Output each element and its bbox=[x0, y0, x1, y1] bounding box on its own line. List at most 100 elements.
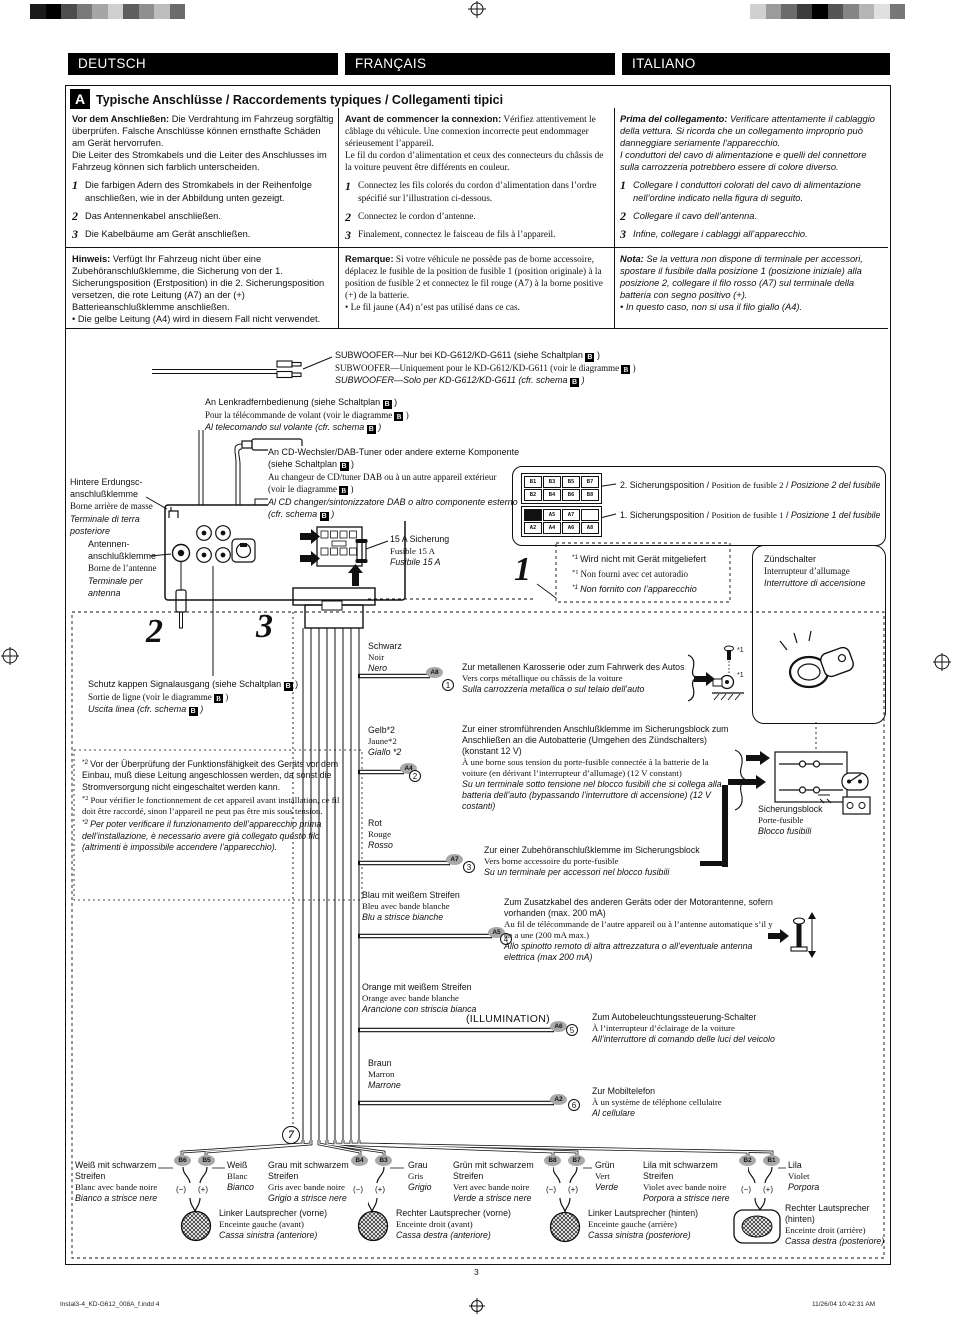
text-line: Zur Mobiltelefon bbox=[592, 1086, 656, 1096]
text-line: Blanc bbox=[227, 1171, 248, 1181]
wire-number-7: 7 bbox=[282, 1126, 300, 1144]
text-line: Antennen- bbox=[88, 539, 130, 549]
pin: A7 bbox=[562, 509, 580, 521]
text-line: Zum Autobeleuchtungssteuerung-Schalter bbox=[592, 1012, 757, 1022]
divider-intro-notes bbox=[66, 247, 888, 248]
text-line: Blau mit weißem Streifen bbox=[362, 890, 460, 900]
text-line: antenna bbox=[88, 587, 121, 598]
text-line: Cassa sinistra (posteriore) bbox=[588, 1230, 691, 1240]
text-line: Gris avec bande noire bbox=[268, 1182, 345, 1192]
text-line: Su un terminale sotto tensione nel blocc… bbox=[462, 779, 722, 811]
main-frame bbox=[65, 85, 891, 1265]
text-line: Orange avec bande blanche bbox=[362, 993, 459, 1003]
text-line: Porpora bbox=[788, 1182, 820, 1192]
ignition-switch-box bbox=[752, 545, 886, 724]
polarity-plus: (+) bbox=[763, 1185, 773, 1194]
text-line: Verde bbox=[595, 1182, 619, 1192]
footer-filename: Instal3-4_KD-G612_008A_f.indd 4 bbox=[60, 1301, 160, 1308]
intro-lead-it: Prima del collegamento: Verificare atten… bbox=[620, 114, 875, 149]
text-line: Grigio bbox=[408, 1182, 432, 1192]
polarity-minus: (−) bbox=[741, 1185, 751, 1194]
speaker-badge-b4: B4 bbox=[351, 1155, 368, 1166]
intro-para2-it: I conduttori del cavo di alimentazione e… bbox=[620, 150, 867, 173]
text-line: Terminale per bbox=[88, 575, 143, 586]
text-line: Giallo *2 bbox=[368, 747, 402, 757]
text-line: Blanc avec bande noire bbox=[75, 1182, 158, 1192]
text-line: Enceinte gauche (arrière) bbox=[588, 1219, 677, 1229]
polarity-minus: (−) bbox=[176, 1185, 186, 1194]
text-line: Weiß mit schwarzem Streifen bbox=[75, 1160, 157, 1181]
text-line: Allo spinotto remoto di altra attrezzatu… bbox=[504, 941, 753, 962]
text-line: 15 A Sicherung bbox=[390, 534, 450, 544]
text-line: An Lenkradfernbedienung (siehe Schaltpla… bbox=[205, 397, 398, 409]
text-line: anschlußklemme bbox=[88, 551, 157, 562]
text-line: Grigio a strisce nere bbox=[268, 1193, 347, 1203]
illumination-label: (ILLUMINATION) bbox=[466, 1013, 550, 1025]
section-letter-badge: A bbox=[70, 89, 90, 109]
text-line: Cassa sinistra (anteriore) bbox=[219, 1230, 318, 1240]
text-line: Vert avec bande noire bbox=[453, 1182, 530, 1192]
pin: B2 bbox=[524, 489, 542, 501]
wire-number-2: 2 bbox=[409, 770, 421, 782]
wire-number-4: 4 bbox=[500, 933, 512, 945]
text-line: Au changeur de CD/tuner DAB ou à un autr… bbox=[268, 472, 497, 483]
text-line: Su un terminale per accessori nel blocco… bbox=[484, 867, 670, 877]
text-line: Gris bbox=[408, 1171, 424, 1181]
speaker-badge-b7: B7 bbox=[568, 1155, 585, 1166]
speaker4-name: Rechter Lautsprecher (hinten)Enceinte dr… bbox=[785, 1203, 885, 1247]
text-line: Terminale di terra bbox=[70, 513, 140, 524]
text-line: Sortie de ligne (voir le diagramme B ) bbox=[88, 692, 229, 703]
text-line: All’interruttore di comando delle luci d… bbox=[592, 1034, 775, 1044]
speaker3-name: Linker Lautsprecher (hinten)Enceinte gau… bbox=[588, 1208, 718, 1241]
wire-badge-a4: A4 bbox=[400, 763, 417, 774]
text-line: Rechter Lautsprecher (hinten) bbox=[785, 1203, 870, 1224]
intro-lead-de: Vor dem Anschließen: Die Verdrahtung im … bbox=[72, 114, 334, 149]
page-number: 3 bbox=[474, 1267, 479, 1277]
text-line: Orange mit weißem Streifen bbox=[362, 982, 472, 992]
intro-german: Vor dem Anschließen: Die Verdrahtung im … bbox=[72, 113, 335, 240]
text-line: Bleu avec bande blanche bbox=[362, 901, 450, 911]
steering-remote-label: An Lenkradfernbedienung (siehe Schaltpla… bbox=[205, 396, 505, 435]
wire-dest-remote: Zum Zusatzkabel des anderen Geräts oder … bbox=[504, 897, 776, 963]
screw-star1: *1 bbox=[737, 647, 744, 654]
text-line: Bianco bbox=[227, 1182, 254, 1192]
speaker1-name: Linker Lautsprecher (vorne)Enceinte gauc… bbox=[219, 1208, 349, 1241]
text-line: Marron bbox=[368, 1069, 395, 1079]
speaker2-name: Rechter Lautsprecher (vorne)Enceinte dro… bbox=[396, 1208, 526, 1241]
speaker-badge-b5: B5 bbox=[198, 1155, 215, 1166]
text-line: Marrone bbox=[368, 1080, 401, 1090]
text-line: Uscita linea (cfr. schema B ) bbox=[88, 704, 204, 717]
header-deutsch: DEUTSCH bbox=[68, 53, 338, 75]
step-2-numeral: 2 bbox=[146, 613, 163, 650]
wire-badge-a2: A2 bbox=[550, 1094, 567, 1105]
text-line: À l’interrupteur d’éclairage de la voitu… bbox=[592, 1023, 735, 1033]
text-line: (cfr. schema B ) bbox=[268, 508, 335, 521]
text-line: An CD-Wechsler/DAB-Tuner oder andere ext… bbox=[268, 447, 520, 457]
text-line: Blocco fusibili bbox=[758, 826, 812, 836]
text-line: Linker Lautsprecher (vorne) bbox=[219, 1208, 328, 1218]
text-line: SUBWOOFER—Nur bei KD-G612/KD-G611 (siehe… bbox=[335, 350, 600, 362]
text-line: À une borne sous tension du porte-fusibl… bbox=[462, 757, 709, 778]
text-line: Zum Zusatzkabel des anderen Geräts oder … bbox=[504, 897, 773, 918]
wire-dest-accessory: Zur einer Zubehöranschlußklemme im Siche… bbox=[484, 845, 764, 878]
pin: A8 bbox=[581, 522, 599, 534]
header-francais: FRANÇAIS bbox=[345, 53, 615, 75]
